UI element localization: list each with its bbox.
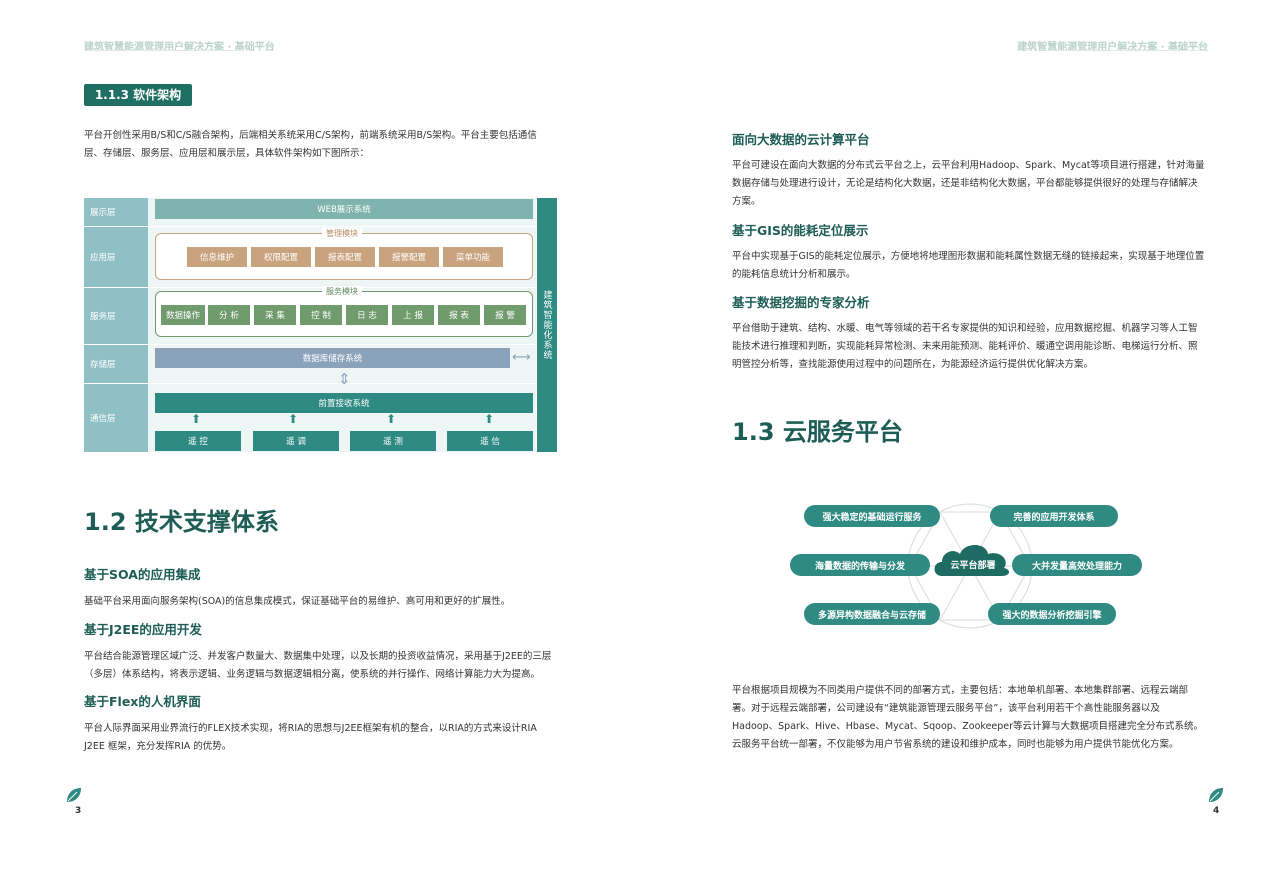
subheading: 基于Flex的人机界面 [84,694,201,709]
subheading: 基于GIS的能耗定位展示 [732,223,869,238]
svc-module: 报 表 [438,305,480,325]
paragraph: 平台人际界面采用业界流行的FLEX技术实现，将RIA的思想与J2EE框架有机的整… [84,723,537,752]
layer-label-app: 应用层 [84,227,148,287]
svc-module: 报 警 [484,305,526,325]
comm-module: 遥 调 [253,431,339,451]
cloud-feature-pill: 海量数据的传输与分发 [790,554,930,576]
double-arrow-vertical-icon: ⇕ [338,370,351,388]
running-header-left: 建筑智慧能源管理用户解决方案 · 基础平台 [84,42,275,53]
layer-label-service: 服务层 [84,288,148,344]
intro-line: 平台开创性采用B/S和C/S融合架构，后端相关系统采用C/S架构，前端系统采用B… [84,130,537,141]
heading-1-3: 1.3 云服务平台 [732,418,903,446]
layer-label-storage: 存储层 [84,345,148,383]
mgmt-module-title: 管理模块 [322,228,362,239]
comm-module: 遥 测 [350,431,436,451]
cloud-feature-pill: 大并发量高效处理能力 [1012,554,1142,576]
up-arrow-icon: ⬆ [484,412,495,426]
svc-module: 控 制 [300,305,342,325]
intro-line: 层、存储层、服务层、应用层和展示层，具体软件架构如下图所示： [84,148,370,159]
header-rule-right [1048,50,1208,51]
running-header-right: 建筑智慧能源管理用户解决方案 · 基础平台 [1017,42,1208,53]
building-intelligence-label: 建筑智能化系统 [537,198,557,452]
page-number-right: 4 [1213,806,1220,816]
svc-module: 日 志 [346,305,388,325]
subheading: 基于数据挖掘的专家分析 [732,295,870,310]
web-display-bar: WEB展示系统 [155,199,533,219]
subheading: 面向大数据的云计算平台 [732,132,870,147]
cloud-center-label: 云平台部署 [950,561,996,571]
database-storage-bar: 数据库储存系统 [155,348,510,368]
paragraph: 平台结合能源管理区域广泛、并发客户数量大、数据集中处理，以及长期的投资收益情况，… [84,651,552,680]
intro-paragraph: 平台开创性采用B/S和C/S融合架构，后端相关系统采用C/S架构，前端系统采用B… [84,127,564,163]
mgmt-module: 报警配置 [379,247,439,267]
double-arrow-horizontal-icon: ⟷ [512,350,531,365]
svc-module: 上 报 [392,305,434,325]
layer-label-display: 展示层 [84,198,148,226]
cloud-feature-pill: 完善的应用开发体系 [990,505,1118,527]
svc-module-title: 服务模块 [322,286,362,297]
svc-module: 分 析 [208,305,250,325]
subheading: 基于SOA的应用集成 [84,567,201,582]
comm-module: 遥 控 [155,431,241,451]
up-arrow-icon: ⬆ [288,412,299,426]
header-rule-left [84,50,244,51]
heading-1-2: 1.2 技术支撑体系 [84,508,279,536]
mgmt-module: 信息维护 [187,247,247,267]
comm-module: 遥 信 [447,431,533,451]
cloud-feature-pill: 强大稳定的基础运行服务 [804,505,940,527]
layer-label-comm: 通信层 [84,384,148,452]
cloud-center: 云平台部署 [928,538,1018,578]
subheading: 基于J2EE的应用开发 [84,622,202,637]
mgmt-module: 权限配置 [251,247,311,267]
section-badge: 1.1.3 软件架构 [84,84,192,106]
paragraph: 平台借助于建筑、结构、水暖、电气等领域的若干名专家提供的知识和经验，应用数据挖掘… [732,323,1198,370]
cloud-icon [934,545,1010,576]
leaf-icon [1209,788,1223,802]
page-number-left: 3 [75,806,82,816]
up-arrow-icon: ⬆ [386,412,397,426]
cloud-feature-pill: 强大的数据分析挖掘引擎 [988,603,1116,625]
svc-module: 数据操作 [161,305,205,325]
cloud-feature-pill: 多源异构数据融合与云存储 [804,603,940,625]
paragraph: 平台中实现基于GIS的能耗定位展示，方便地将地理图形数据和能耗属性数据无缝的链接… [732,251,1205,280]
paragraph: 平台可建设在面向大数据的分布式云平台之上，云平台利用Hadoop、Spark、M… [732,160,1205,207]
mgmt-module: 菜单功能 [443,247,503,267]
leaf-icon [67,788,81,802]
up-arrow-icon: ⬆ [191,412,202,426]
paragraph: 基础平台采用面向服务架构(SOA)的信息集成模式，保证基础平台的易维护、高可用和… [84,596,511,607]
front-receive-bar: 前置接收系统 [155,393,533,413]
svc-module: 采 集 [254,305,296,325]
outro-paragraph: 平台根据项目规模为不同类用户提供不同的部署方式，主要包括：本地单机部署、本地集群… [732,685,1204,750]
mgmt-module: 报表配置 [315,247,375,267]
